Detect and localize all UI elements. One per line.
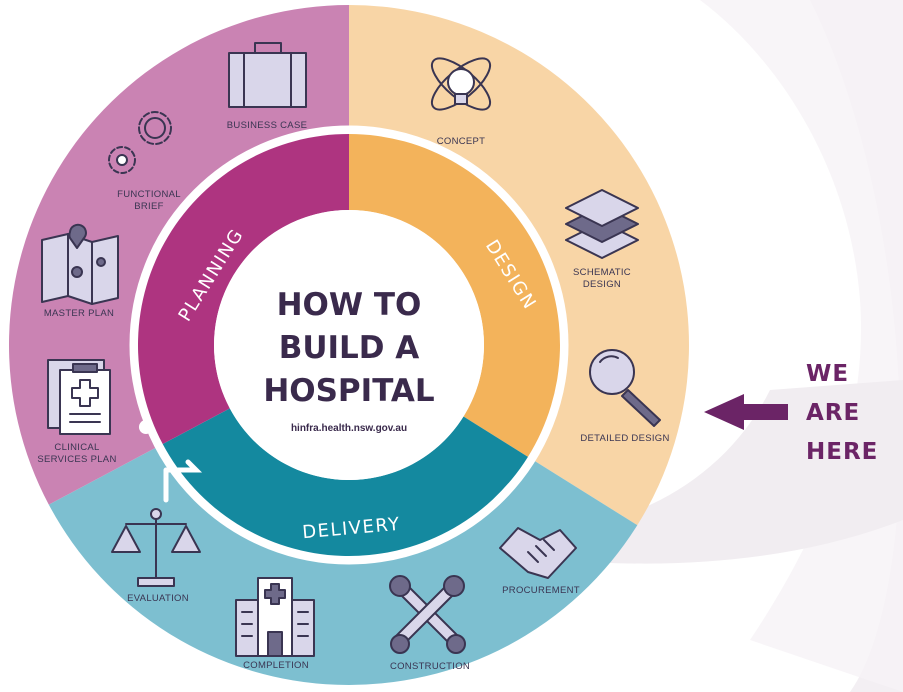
magnifier-icon [589, 349, 661, 427]
step-label-evaluation: EVALUATION [127, 593, 189, 604]
cycle-start-dot [138, 420, 153, 435]
hospital-building-icon [235, 577, 315, 657]
website-url: hinfra.health.nsw.gov.au [291, 423, 407, 434]
delivery-outer-segment [48, 445, 638, 685]
gears-icon [108, 111, 172, 174]
marker-label-here: HERE [806, 439, 878, 465]
ring-separator [129, 125, 569, 565]
step-label-construction: CONSTRUCTION [390, 661, 470, 672]
design-outer-segment [349, 5, 690, 526]
layers-icon [565, 189, 639, 259]
step-label-concept: CONCEPT [437, 136, 486, 147]
cycle-arrowhead [163, 459, 203, 503]
marker-label-we: WE [806, 361, 849, 387]
step-label-completion: COMPLETION [243, 660, 309, 671]
center-disc [214, 210, 484, 480]
delivery-inner-segment [162, 408, 528, 557]
design-inner-segment [349, 134, 560, 457]
title-line-3: HOSPITAL [263, 373, 434, 409]
step-label-functional-brief-2: BRIEF [134, 201, 163, 212]
arrow-left-icon [704, 394, 788, 430]
briefcase-icon [228, 42, 307, 108]
step-label-schematic-design: SCHEMATIC [573, 267, 631, 278]
title-line-2: BUILD A [279, 330, 420, 366]
title-line-1: HOW TO [277, 287, 422, 323]
map-icon [41, 223, 119, 305]
step-label-business-case: BUSINESS CASE [227, 120, 307, 131]
handshake-icon [499, 527, 577, 579]
atom-bulb-icon [430, 57, 492, 111]
step-label-schematic-design-2: DESIGN [583, 279, 621, 290]
step-label-master-plan: MASTER PLAN [44, 308, 114, 319]
planning-inner-segment [137, 133, 349, 445]
marker-label-are: ARE [806, 400, 860, 426]
step-label-detailed-design: DETAILED DESIGN [580, 433, 669, 444]
step-label-clinical-services-plan-2: SERVICES PLAN [37, 454, 116, 465]
step-label-functional-brief: FUNCTIONAL [117, 189, 181, 200]
step-label-procurement: PROCUREMENT [502, 585, 580, 596]
clipboard-icon [47, 359, 111, 435]
tools-icon [389, 575, 466, 654]
scales-icon [111, 508, 201, 587]
step-label-clinical-services-plan: CLINICAL [54, 442, 99, 453]
